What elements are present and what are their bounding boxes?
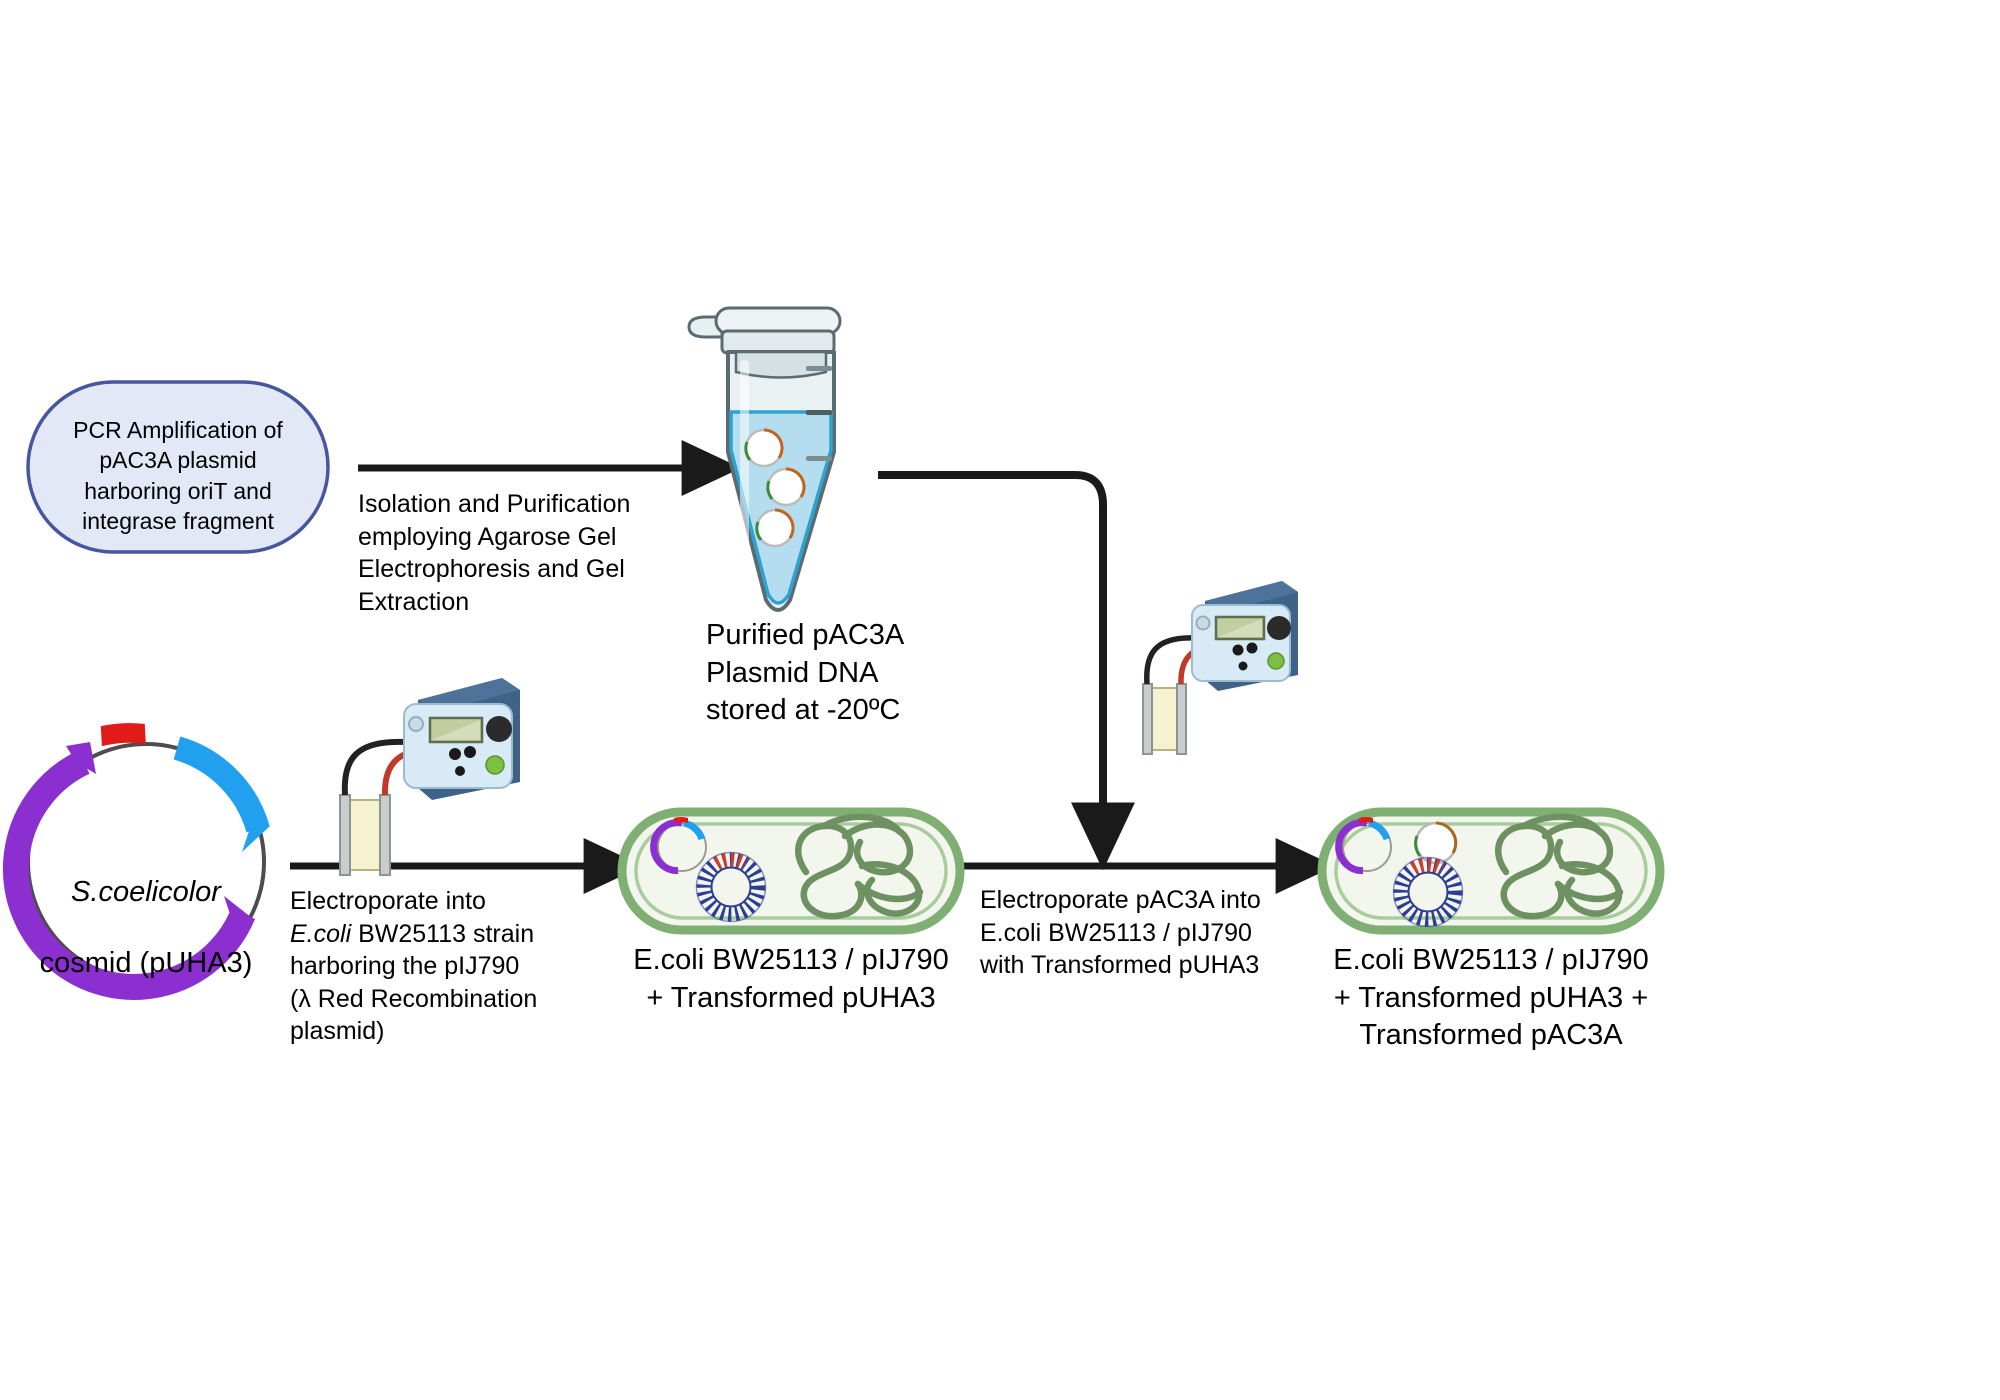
cell2-plasmid-puha3 <box>1335 817 1392 875</box>
cosmid-label: S.coelicolor cosmid (pUHA3) <box>26 840 266 982</box>
cell-plasmid-pij790 <box>695 851 767 923</box>
electroporate-pac3a-label: Electroporate pAC3A into E.coli BW25113 … <box>980 886 1261 979</box>
ep1-line4: (λ Red Recombination <box>290 984 538 1013</box>
pcr-box-shape <box>26 380 330 554</box>
plasmid-in-tube-3 <box>755 508 795 548</box>
ep1-line1: Electroporate into <box>290 887 486 915</box>
cell2-plasmid-pij790 <box>1392 856 1464 928</box>
plasmid-in-tube-2 <box>766 467 806 507</box>
cosmid-name: cosmid (pUHA3) <box>39 947 253 980</box>
cell-chromosome <box>794 813 924 920</box>
cell2-plasmid-pac3a <box>1414 821 1458 865</box>
ep1-line3: harboring the pIJ790 <box>290 952 520 980</box>
plasmid-in-tube-1 <box>744 428 784 468</box>
ep1-line5: plasmid) <box>290 1017 385 1045</box>
arrow-tube-to-transformation <box>878 471 1135 871</box>
cell2-chromosome <box>1494 813 1624 920</box>
ep1-species: E.coli <box>290 919 352 948</box>
isolation-purification-label: Isolation and Purification employing Aga… <box>358 490 631 616</box>
ep1-line2rest: BW25113 strain <box>351 919 535 948</box>
cell-plasmid-puha3 <box>650 817 707 875</box>
tube-caption: Purified pAC3A Plasmid DNA stored at -20… <box>706 619 905 727</box>
cell-middle-caption: E.coli BW25113 / pIJ790 + Transformed pU… <box>633 944 949 1014</box>
pcr-box-label: PCR Amplification of pAC3A plasmid harbo… <box>73 417 283 535</box>
cosmid-species: S.coelicolor <box>71 876 221 909</box>
cell-right-caption: E.coli BW25113 / pIJ790 + Transformed pU… <box>1333 944 1649 1052</box>
